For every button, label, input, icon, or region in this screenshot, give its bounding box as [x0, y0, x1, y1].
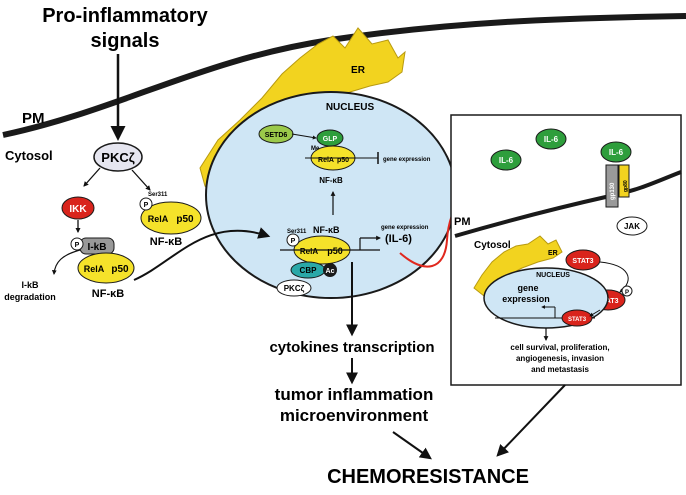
nfkb-cyto-rela: RelA	[84, 264, 105, 274]
stat3-inactive-label: STAT3	[572, 258, 593, 265]
inset-membrane	[454, 170, 682, 238]
nfkb-ser311-complex	[140, 201, 202, 235]
inset-gene-line1: gene	[517, 283, 538, 293]
nfkb-cyto-p50: p50	[111, 264, 129, 275]
inset-outcome-line2: angiogenesis, invasion	[516, 354, 604, 363]
nfkb-cyto-label: NF-κB	[92, 288, 124, 300]
il6-inset-box	[450, 114, 682, 386]
inset-nucleus-label: NUCLEUS	[536, 272, 570, 279]
il6-ligand-2	[535, 128, 567, 150]
gp80-receptor	[618, 164, 630, 198]
acetyl-mark	[323, 263, 337, 277]
stat3-nuclear-label: STAT3	[568, 317, 587, 323]
inset-outcome-line1: cell survival, proliferation,	[510, 343, 609, 352]
pkc-to-rela-arrow	[131, 169, 151, 191]
ikb-degradation-arrow	[51, 249, 81, 275]
pm-label: PM	[22, 110, 45, 127]
ikb-degradation-line2: degradation	[4, 292, 56, 302]
nfkb-nuc-label: NF-κB	[313, 225, 340, 235]
nfkb-ser311-p50: p50	[176, 214, 194, 225]
nfkb-methylated-rela: RelA	[318, 157, 334, 164]
jak-label: JAK	[624, 222, 640, 231]
ikb-label: I-kB	[88, 242, 107, 253]
gp130-receptor	[605, 164, 619, 208]
gene-expression-il6-label: gene expression	[381, 225, 429, 231]
pkc-to-ikk-arrow	[83, 167, 101, 187]
nfkb-methylated-label: NF-κB	[319, 176, 343, 185]
chemo-arrow-right	[496, 384, 566, 457]
inset-outcome-line3: and metastasis	[531, 365, 589, 374]
tumor-label-line1: tumor inflammation	[275, 385, 434, 404]
chemo-arrow-left	[392, 431, 432, 460]
inset-er-label: ER	[548, 250, 558, 257]
pkc-zeta-nuc-label: PKCζ	[284, 284, 305, 293]
stat3-nuclear	[561, 309, 593, 327]
pkc-zeta	[93, 142, 143, 172]
ser311-phospho-left	[139, 197, 153, 211]
il6-ligand-2-label: IL-6	[544, 135, 559, 144]
nfkb-cyto-complex	[77, 252, 135, 284]
ser311-label-nuc: Ser311	[287, 229, 307, 235]
il6-ligand-1	[490, 149, 522, 171]
il6-ligand-1-label: IL-6	[499, 156, 514, 165]
acetyl-label: Ac	[326, 268, 335, 275]
pkc-zeta-label: PKCζ	[101, 150, 134, 165]
ser311-label-left: Ser311	[148, 192, 168, 198]
inset-cytosol-label: Cytosol	[474, 240, 511, 251]
inset-gene-line2: expression	[502, 294, 550, 304]
ikb-phospho	[70, 237, 84, 251]
cytosol-label: Cytosol	[5, 148, 53, 163]
nfkb-ser311-rela: RelA	[148, 214, 169, 224]
il6-paren-label: (IL-6)	[385, 233, 412, 245]
pkc-zeta-nuc	[276, 279, 312, 297]
ikk-label: IKK	[69, 204, 87, 215]
inset-pm-label: PM	[454, 216, 471, 228]
cytokines-label: cytokines transcription	[269, 339, 434, 356]
signals-title-line1: Pro-inflammatory	[42, 5, 208, 27]
tumor-label-line2: microenvironment	[280, 406, 429, 425]
ikk	[61, 196, 95, 220]
signals-title-line2: signals	[91, 30, 160, 52]
nfkb-methylated-p50: p50	[337, 157, 349, 164]
nfkb-nuc-p50: p50	[327, 246, 343, 256]
il6-ligand-bound	[600, 141, 632, 163]
stat3-import-arrow	[589, 309, 601, 317]
nucleus-label: NUCLEUS	[326, 102, 375, 113]
stat3-phospho-label: P	[625, 290, 629, 296]
ikb-phospho-label: P	[75, 242, 80, 249]
stat3-inactive	[565, 249, 601, 271]
chemoresistance-label: CHEMORESISTANCE	[327, 466, 529, 488]
stat3-phospho	[621, 285, 633, 297]
setd6-to-glp-arrow	[291, 133, 317, 140]
ikb-degradation-line1: I-kB	[21, 280, 39, 290]
gp80-label: gp80	[623, 180, 629, 192]
ser311-phospho-left-label: P	[144, 202, 149, 209]
glp-label: GLP	[323, 136, 338, 143]
ser311-phospho-nuc	[286, 233, 300, 247]
nuclear-translocation-arrow	[133, 227, 271, 281]
nfkb-nuc-rela: RelA	[300, 247, 318, 256]
gp130-label: gp130	[610, 182, 616, 200]
jak	[616, 216, 648, 236]
methyl-label: Me	[311, 146, 320, 152]
nfkb-ser311-label: NF-κB	[150, 236, 182, 248]
cbp-label: CBP	[300, 266, 318, 275]
er-label: ER	[351, 65, 366, 76]
ser311-phospho-nuc-label: P	[291, 238, 296, 245]
gene-expression-repressed: gene expression	[383, 157, 431, 163]
il6-ligand-bound-label: IL-6	[609, 148, 624, 157]
setd6-label: SETD6	[265, 132, 288, 139]
